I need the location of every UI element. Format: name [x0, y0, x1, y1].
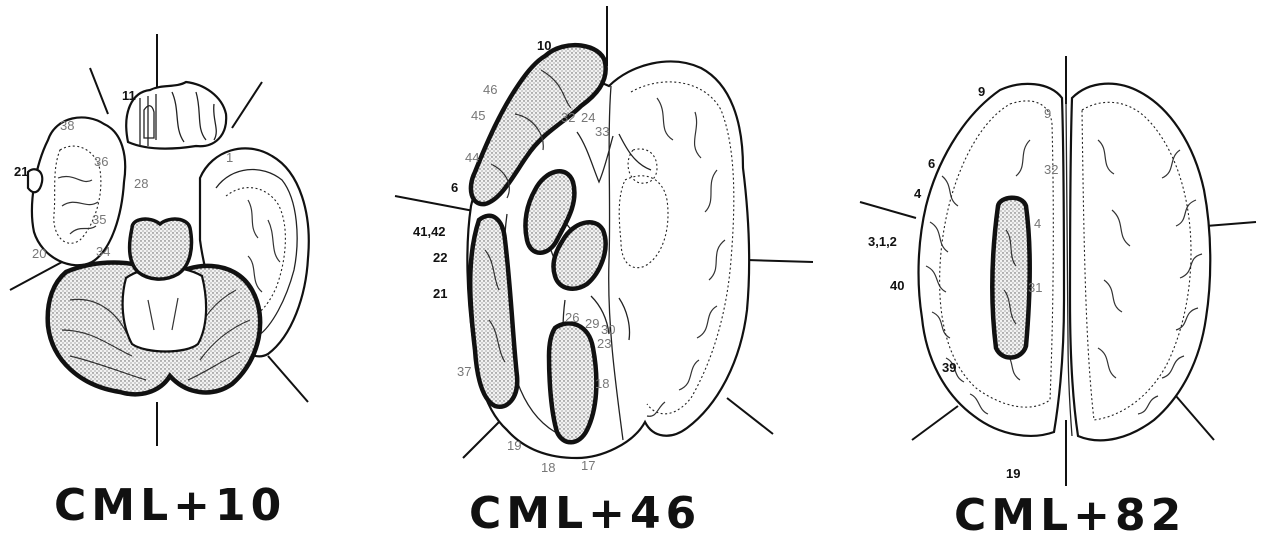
area-label-23: 23 [597, 336, 611, 351]
brain-section-cml-10-drawing: 11 38 21 36 28 35 20 34 1 [0, 0, 330, 470]
area-label-24: 24 [581, 110, 595, 125]
area-label-28: 28 [134, 176, 148, 191]
area-label-34: 34 [96, 244, 110, 259]
area-label-4b: 4 [1034, 216, 1041, 231]
brain-section-cml-82-drawing: 9 9 6 32 4 4 3,1,2 40 31 39 19 [850, 0, 1261, 490]
area-label-6: 6 [928, 156, 935, 171]
brain-section-cml-10: 11 38 21 36 28 35 20 34 1 CML+10 [0, 0, 330, 541]
area-label-38: 38 [60, 118, 74, 133]
area-label-37: 37 [457, 364, 471, 379]
area-label-18a: 18 [595, 376, 609, 391]
area-label-21: 21 [14, 164, 28, 179]
area-label-40: 40 [890, 278, 904, 293]
area-label-4a: 4 [914, 186, 922, 201]
area-label-10: 10 [537, 38, 551, 53]
area-label-17: 17 [581, 458, 595, 473]
area-label-26: 26 [565, 310, 579, 325]
section-label-cml-82: CML+82 [954, 490, 1186, 541]
area-label-20: 20 [32, 246, 46, 261]
section-label-cml-10: CML+10 [54, 480, 286, 531]
area-label-22: 22 [433, 250, 447, 265]
area-label-36: 36 [94, 154, 108, 169]
area-label-41-42: 41,42 [413, 224, 446, 239]
area-label-19: 19 [1006, 466, 1020, 481]
area-label-32: 32 [561, 110, 575, 125]
brain-section-cml-46: 10 46 45 32 24 33 44 6 41,42 22 21 26 29… [395, 0, 820, 541]
area-label-35: 35 [92, 212, 106, 227]
area-label-19: 19 [507, 438, 521, 453]
area-label-32: 32 [1044, 162, 1058, 177]
area-label-45: 45 [471, 108, 485, 123]
area-label-9b: 9 [1044, 106, 1051, 121]
area-label-44: 44 [465, 150, 479, 165]
brain-section-cml-82: 9 9 6 32 4 4 3,1,2 40 31 39 19 CML+82 [850, 0, 1261, 541]
area-label-11: 11 [122, 88, 136, 103]
section-label-cml-46: CML+46 [469, 488, 701, 539]
area-label-9a: 9 [978, 84, 985, 99]
area-label-33: 33 [595, 124, 609, 139]
area-label-18b: 18 [541, 460, 555, 475]
area-label-6: 6 [451, 180, 458, 195]
brain-section-cml-46-drawing: 10 46 45 32 24 33 44 6 41,42 22 21 26 29… [395, 0, 820, 480]
area-label-30: 30 [601, 322, 615, 337]
area-label-3-1-2: 3,1,2 [868, 234, 897, 249]
area-label-29: 29 [585, 316, 599, 331]
area-label-31: 31 [1028, 280, 1042, 295]
area-label-39: 39 [942, 360, 956, 375]
area-label-46: 46 [483, 82, 497, 97]
area-label-1: 1 [226, 150, 233, 165]
area-label-21: 21 [433, 286, 447, 301]
